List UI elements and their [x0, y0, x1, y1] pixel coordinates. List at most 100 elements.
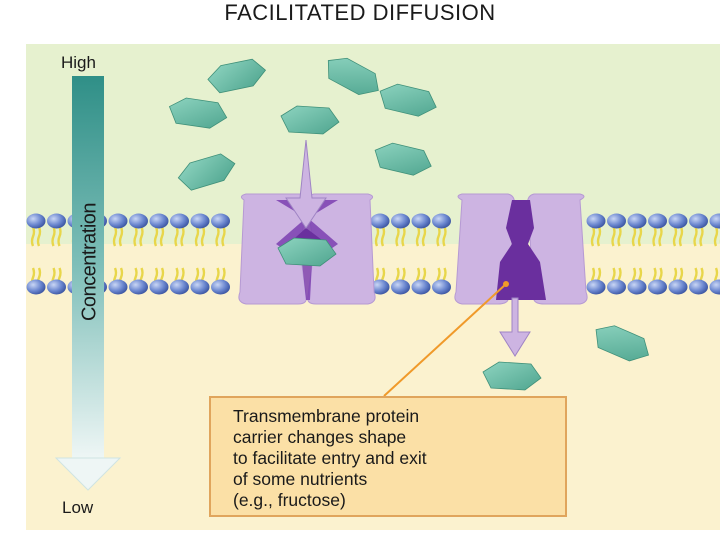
phospholipid-head [586, 279, 606, 295]
phospholipid-heads [26, 213, 720, 295]
molecules [168, 57, 649, 391]
lipid-tail [133, 226, 138, 247]
concentration-gradient-arrow [54, 76, 122, 491]
lipid-tail [174, 226, 179, 247]
nutrient-molecule [168, 97, 228, 129]
lipid-tail [415, 226, 421, 247]
lipid-tail [436, 226, 441, 247]
entry-arrow [285, 139, 327, 229]
callout-line: to facilitate entry and exit [233, 448, 427, 468]
lipid-tail [637, 226, 643, 247]
lipid-tail [652, 226, 657, 247]
phospholipid-head [129, 279, 148, 295]
lipid-tail [596, 226, 602, 247]
phospholipid-head [432, 279, 451, 295]
lipid-tail [693, 226, 698, 247]
lipid-tail [590, 226, 596, 247]
lipid-tail [395, 226, 400, 247]
lipid-tail [672, 226, 678, 247]
lipid-tail [401, 226, 406, 247]
lipid-tail [658, 226, 663, 247]
phospholipid-head [411, 213, 431, 229]
lipid-tail [118, 226, 124, 247]
phospholipid-head [391, 213, 410, 229]
phospholipid-head [108, 279, 128, 295]
lipid-tail [699, 226, 704, 247]
lipid-tail [57, 226, 62, 247]
phospholipid-head [391, 279, 410, 295]
phospholipid-head [668, 213, 688, 229]
callout-line: carrier changes shape [233, 427, 407, 447]
phospholipid-head [411, 279, 431, 295]
phospholipid-head [190, 279, 210, 295]
phospholipid-head [149, 279, 169, 295]
phospholipid-head [26, 213, 46, 229]
diagram-title: FACILITATED DIFFUSION [224, 0, 496, 25]
nutrient-molecule [327, 57, 379, 96]
lipid-tail [112, 226, 118, 247]
nutrient-molecule [277, 237, 337, 267]
lipid-tail [51, 226, 56, 247]
phospholipid-head [211, 279, 230, 295]
phospholipid-head [129, 213, 148, 229]
lipid-tail [153, 226, 159, 247]
phospholipid-head [648, 279, 667, 295]
lipid-tail [200, 226, 206, 247]
phospholipid-head [648, 213, 667, 229]
phospholipid-head [190, 213, 210, 229]
phospholipid-head [370, 213, 390, 229]
lipid-tail [380, 226, 386, 247]
nutrient-molecule [280, 105, 340, 135]
concentration-axis-label: Concentration [78, 202, 101, 322]
phospholipid-head [627, 213, 647, 229]
lipid-tail [139, 226, 144, 247]
nutrient-molecule [374, 142, 432, 176]
lipid-tail [159, 226, 165, 247]
nutrient-molecule [482, 361, 542, 391]
phospholipid-head [709, 213, 720, 229]
nutrient-molecule [177, 153, 236, 191]
callout-leader-line [383, 283, 507, 397]
phospholipid-head [108, 213, 128, 229]
exit-arrow [499, 297, 531, 357]
phospholipid-head [668, 279, 688, 295]
callout-line: (e.g., fructose) [233, 490, 346, 510]
phospholipid-head [709, 279, 720, 295]
high-concentration-label: High [61, 53, 96, 72]
explanation-callout: Transmembrane protein carrier changes sh… [209, 396, 567, 517]
callout-line: Transmembrane protein [233, 406, 420, 426]
lipid-tail [631, 226, 637, 247]
lipid-tail [221, 226, 226, 247]
nutrient-molecule [379, 83, 437, 117]
phospholipid-head [170, 213, 189, 229]
lipid-tail [36, 226, 42, 247]
phospholipid-head [47, 213, 66, 229]
phospholipid-head [607, 213, 626, 229]
lipid-tail [442, 226, 447, 247]
phospholipid-head [607, 279, 626, 295]
lipid-tail [617, 226, 622, 247]
nutrient-molecule [207, 58, 267, 94]
phospholipid-head [689, 213, 708, 229]
phospholipid-head [149, 213, 169, 229]
lipid-tail [678, 226, 684, 247]
lipid-tail [611, 226, 616, 247]
lipid-tail [194, 226, 200, 247]
phospholipid-head [370, 279, 390, 295]
lipid-tail [215, 226, 220, 247]
lipid-tail [374, 226, 380, 247]
phospholipid-head [689, 279, 708, 295]
phospholipid-head [26, 279, 46, 295]
carrier-protein-open-inside [454, 193, 588, 305]
callout-line: of some nutrients [233, 469, 368, 489]
nutrient-molecule [595, 325, 649, 362]
phospholipid-head [586, 213, 606, 229]
lipid-tail [180, 226, 185, 247]
lipid-tail [713, 226, 719, 247]
lipid-tail [30, 226, 36, 247]
lipid-tail [421, 226, 427, 247]
phospholipid-head [211, 213, 230, 229]
phospholipid-head [627, 279, 647, 295]
phospholipid-head [170, 279, 189, 295]
